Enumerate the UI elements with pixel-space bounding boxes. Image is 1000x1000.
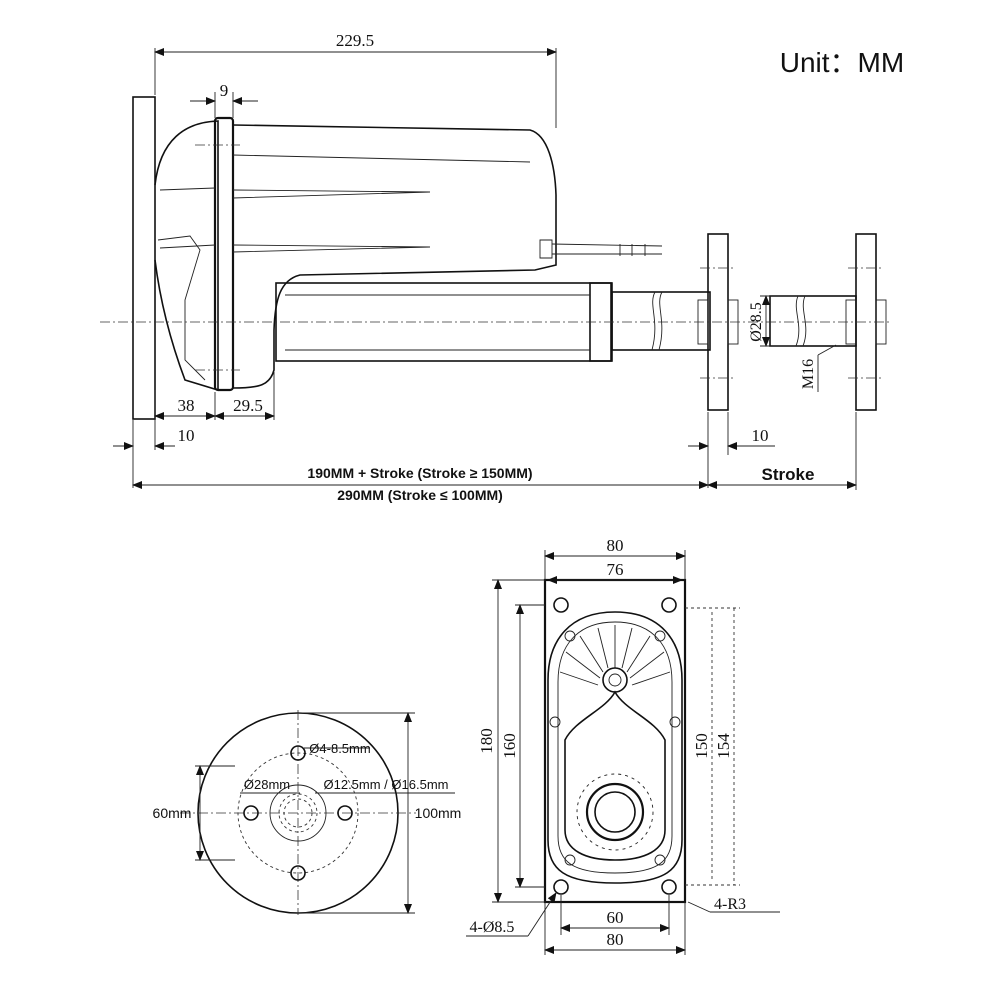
dim-height-inner: 160 xyxy=(500,733,519,759)
dim-width-inner: 76 xyxy=(607,560,624,579)
dim-height-outer: 180 xyxy=(477,728,496,754)
motor-body xyxy=(232,124,557,389)
motor-housing-end xyxy=(154,120,219,392)
dim-hole-spacing-v: 150 xyxy=(692,733,711,759)
dim-rod-diameter: Ø28.5 xyxy=(748,302,765,342)
output-gear xyxy=(585,782,645,842)
dim-flange-width: 9 xyxy=(220,81,229,100)
length-note-1: 190MM + Stroke (Stroke ≥ 150MM) xyxy=(307,465,532,481)
dim-width-outer: 80 xyxy=(607,536,624,555)
flange-hole-right xyxy=(337,805,353,821)
extended-rod xyxy=(769,295,857,347)
dim-29-5: 29.5 xyxy=(233,396,263,415)
corner-radius-label: 4-R3 xyxy=(714,896,746,913)
bore-spec-label: Ø12.5mm / Ø16.5mm xyxy=(324,777,449,792)
dim-38: 38 xyxy=(178,396,195,415)
inner-rod xyxy=(611,291,711,351)
base-hole-br xyxy=(661,879,677,895)
dim-pcd: 60mm xyxy=(153,805,192,821)
stroke-label: Stroke xyxy=(762,465,815,484)
gearbox-outline xyxy=(547,611,683,884)
dim-width-bottom: 80 xyxy=(607,930,624,949)
flange-hole-bottom xyxy=(290,865,306,881)
hole-spec-label: Ø4-8.5mm xyxy=(309,741,370,756)
flange-view: 60mm 100mm Ø4-8.5mm Ø28mm Ø12.5mm / Ø16.… xyxy=(153,710,462,915)
base-view: 80 76 180 160 150 154 60 80 4-Ø8.5 xyxy=(466,536,780,955)
base-hole-tl xyxy=(553,597,569,613)
motor-flange xyxy=(213,116,235,392)
unit-label: Unit：MM xyxy=(780,47,904,78)
center-diameter-label: Ø28mm xyxy=(244,777,290,792)
gearbox-ribs xyxy=(559,625,671,686)
flange-hole-left xyxy=(243,805,259,821)
holes-label: 4-Ø8.5 xyxy=(470,919,515,936)
dim-10-left: 10 xyxy=(178,426,195,445)
base-hole-tr xyxy=(661,597,677,613)
length-note-2: 290MM (Stroke ≤ 100MM) xyxy=(337,487,503,503)
motor-shaft xyxy=(602,667,628,693)
gear-cavity xyxy=(564,690,666,861)
flange-hole-top xyxy=(290,745,306,761)
dim-flange-diameter: 100mm xyxy=(415,805,462,821)
dim-hole-spacing-h: 60 xyxy=(607,908,624,927)
dim-overall-length: 229.5 xyxy=(336,31,374,50)
power-cable xyxy=(551,243,663,255)
dim-height-alt: 154 xyxy=(714,733,733,759)
dim-10-right: 10 xyxy=(752,426,769,445)
side-view: 229.5 9 38 29.5 10 10 190MM + Stroke (St… xyxy=(100,31,890,503)
dim-thread: M16 xyxy=(800,359,817,389)
base-plate xyxy=(132,96,156,420)
base-hole-bl xyxy=(553,879,569,895)
